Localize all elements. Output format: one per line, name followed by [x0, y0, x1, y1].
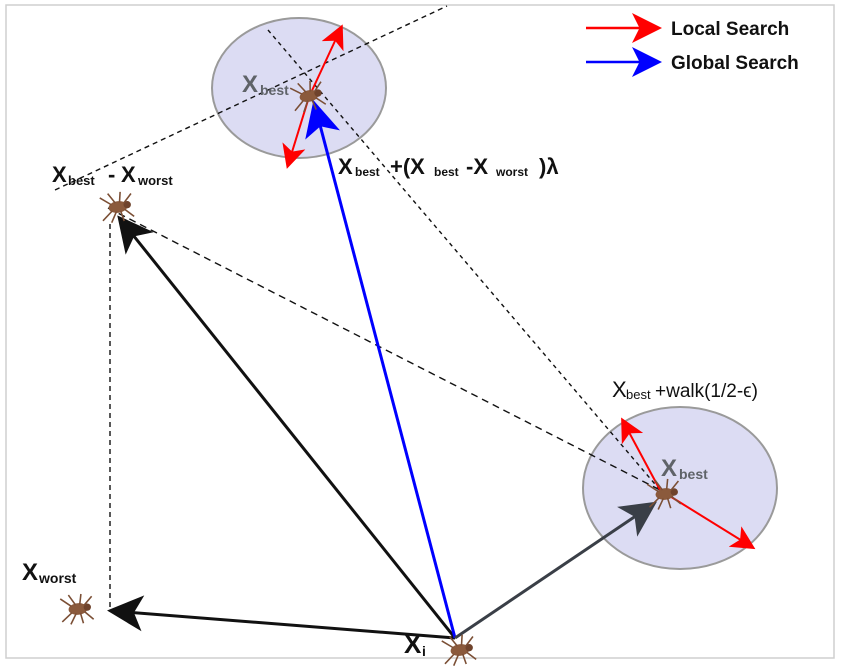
worst-x: X	[22, 559, 38, 586]
top-best-x: X	[242, 71, 258, 98]
top-best-sub: best	[260, 82, 289, 98]
guide-line-right	[107, 207, 661, 491]
formula-label: X best +(X best -X worst )λ	[338, 154, 559, 179]
top-best-label: X best	[242, 71, 289, 98]
local-search-arrow-right-up	[621, 417, 661, 491]
walk-rest: +walk(1/2-ϵ)	[655, 381, 758, 402]
walk-x: X	[612, 377, 627, 402]
difference-operator: -	[108, 162, 115, 187]
formula-sub-worst: worst	[495, 165, 528, 179]
arrow-to-worst	[107, 595, 456, 640]
formula-middle: +(X	[390, 154, 425, 179]
difference-x-best: X	[52, 162, 67, 187]
difference-x-worst: X	[121, 162, 136, 187]
xi-x: X	[404, 629, 422, 659]
local-search-arrow-top-up	[308, 24, 344, 98]
legend-global-label: Global Search	[671, 53, 799, 74]
xi-sub: i	[422, 643, 426, 659]
arrow-to-difference	[117, 215, 457, 639]
legend-local-label: Local Search	[671, 19, 789, 40]
arrow-to-right-best	[454, 501, 657, 640]
difference-sub-best: best	[68, 173, 95, 188]
right-best-label: X best	[661, 455, 708, 482]
difference-label: X best - X worst	[52, 162, 173, 188]
walk-sub: best	[626, 387, 651, 402]
top-search-circle	[211, 17, 387, 159]
right-best-sub: best	[679, 466, 708, 482]
formula-sub-best-2: best	[434, 165, 459, 179]
walk-label: X best +walk(1/2-ϵ)	[612, 377, 758, 402]
formula-sub-best: best	[355, 165, 380, 179]
formula-lambda: )λ	[539, 154, 559, 179]
worst-sub: worst	[38, 570, 77, 586]
right-best-x: X	[661, 455, 677, 482]
global-search-arrow	[305, 100, 457, 639]
guide-line-top	[54, 5, 448, 191]
formula-x-best: X	[338, 154, 353, 179]
legend: Local Search Global Search	[586, 13, 799, 77]
worst-label: X worst	[22, 559, 77, 586]
xi-label: X i	[404, 629, 426, 659]
formula-minus-x: -X	[466, 154, 488, 179]
difference-sub-worst: worst	[137, 173, 173, 188]
